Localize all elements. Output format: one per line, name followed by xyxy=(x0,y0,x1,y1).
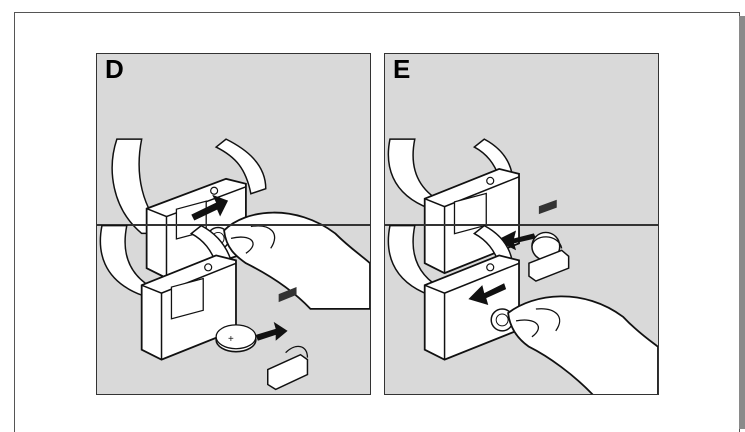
step-e-close-illustration xyxy=(385,225,658,395)
panel-e: E xyxy=(384,53,659,395)
panel-d: D xyxy=(96,53,371,395)
svg-text:+: + xyxy=(228,334,234,345)
panel-e-letter: E xyxy=(393,56,410,82)
battery-arrow xyxy=(256,322,288,341)
step-d-remove-illustration: + xyxy=(97,225,370,395)
receiver-unit xyxy=(425,255,519,359)
page-shadow xyxy=(739,16,745,429)
battery-cover xyxy=(268,287,308,389)
panel-d-letter: D xyxy=(105,56,124,82)
hand xyxy=(508,296,658,395)
